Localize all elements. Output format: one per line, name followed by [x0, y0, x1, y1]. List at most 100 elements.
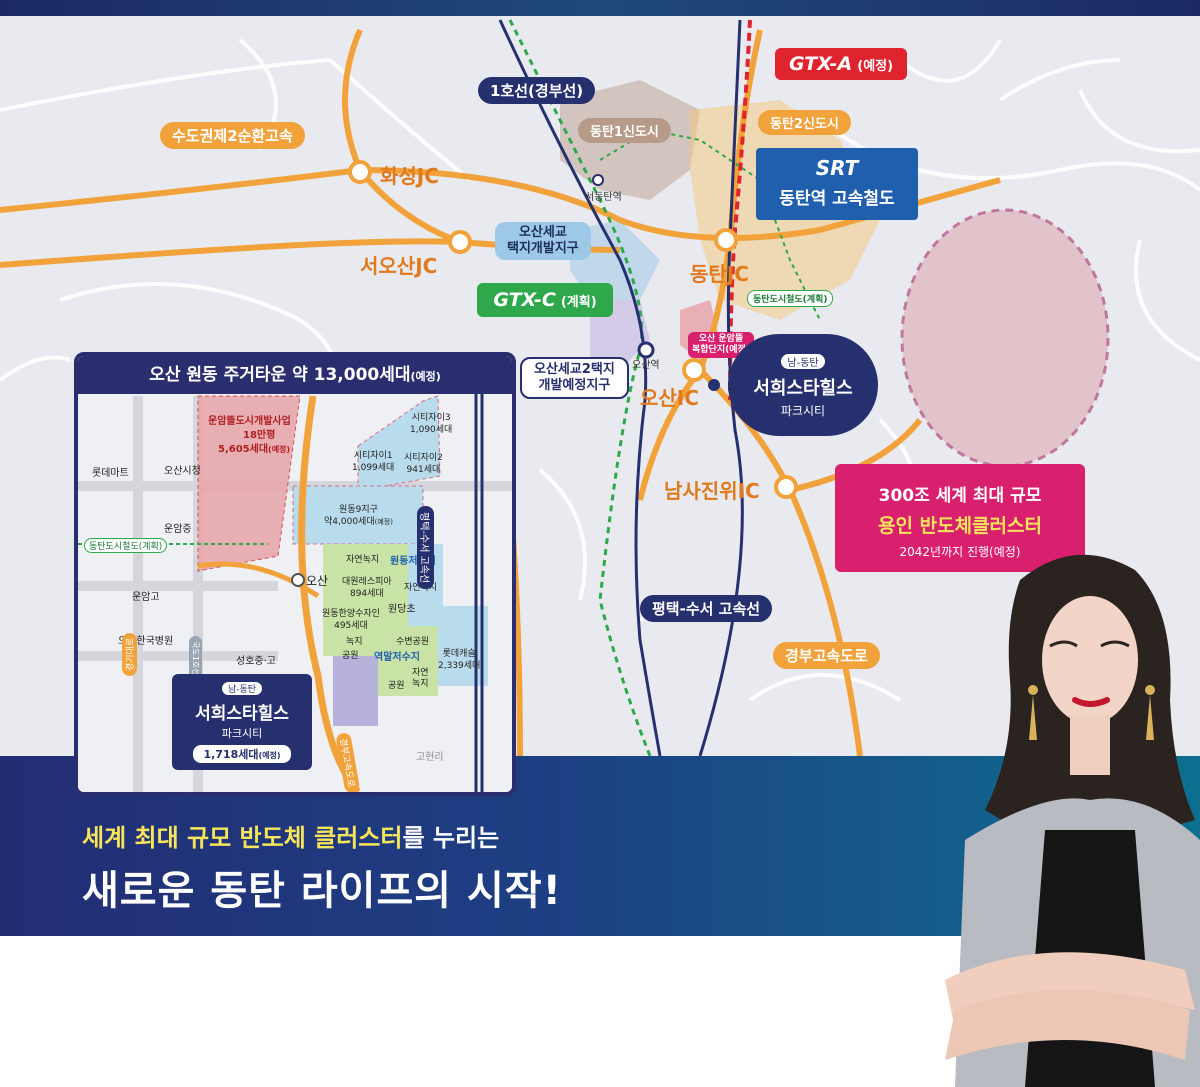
cluster-line3: 2042년까지 진행(예정): [899, 545, 1021, 559]
inset-project-sub: 파크시티: [221, 727, 263, 740]
headline-line2: 새로운 동탄 라이프의 시작!: [82, 868, 562, 914]
lotte-mart-label: 롯데마트: [92, 468, 129, 479]
unam-dev-area: [197, 395, 301, 572]
inset-units-value: 1,718세대: [203, 748, 259, 761]
namsa-ic-label: 남사진위IC: [664, 479, 760, 503]
cityzen2-name: 시티자이2: [404, 453, 443, 463]
gyeonggi-road-label: 경기대로: [122, 632, 137, 676]
lotte-castle-units: 2,339세대: [438, 661, 481, 671]
seongho-label: 성호중·고: [236, 656, 276, 667]
headline-highlight: 세계 최대 규모 반도체 클러스터: [82, 824, 403, 852]
gtx-c-logo: GTX-C: [493, 289, 556, 311]
gtx-a-logo: GTX-A: [788, 53, 853, 75]
gtx-a-note: (예정): [857, 59, 894, 74]
inset-project-badge: 남-동탄: [221, 682, 263, 695]
project-name: 서희스타힐스: [753, 378, 853, 399]
inset-title-text: 오산 원동 주거타운 약 13,000세대: [149, 365, 411, 385]
wondong-reservoir-label: 원동저수지: [390, 556, 436, 567]
srt-box: SRT 동탄역 고속철도: [756, 148, 918, 220]
wondang-label: 원당초: [388, 604, 416, 615]
subyeon-park-label: 수변공원: [396, 637, 430, 647]
ring-expressway: [0, 166, 1001, 241]
seodongtan-station-marker: [592, 174, 604, 186]
hwaseong-jc-marker: [348, 160, 372, 184]
cluster-line1: 300조 세계 최대 규모: [878, 486, 1042, 506]
seodongtan-label: 서동탄역: [585, 192, 622, 203]
cityzen2-units: 941세대: [406, 465, 441, 475]
line1-label: 1호선(경부선): [478, 77, 596, 104]
dongtan-jc-label: 동탄JC: [690, 262, 749, 286]
wondong9-units: 약4,000세대(예정): [324, 516, 393, 528]
osan-ic-label: 오산IC: [640, 386, 699, 410]
wondong9-note: (예정): [374, 518, 393, 526]
project-badge: 남-동탄: [781, 354, 825, 369]
cityzen2-label: 시티자이2 941세대: [404, 452, 443, 476]
inset-units-note: (예정): [258, 751, 281, 760]
gyeongbu-expressway-label: 경부고속도로: [773, 642, 880, 669]
osan-segyo2-label: 오산세교2택지 개발예정지구: [520, 357, 629, 399]
wondong9-name: 원동9지구: [339, 505, 378, 515]
hwaseong-jc-label: 화성JC: [380, 164, 439, 188]
wondong-hanyang-label: 원동한양수자인 495세대: [322, 608, 380, 632]
osan-station-marker: [637, 341, 655, 359]
inset-project-name: 서희스타힐스: [195, 704, 289, 724]
headline-line1: 세계 최대 규모 반도체 클러스터를 누리는: [82, 818, 499, 853]
seo-osan-jc-label: 서오산JC: [360, 254, 438, 278]
top-bar: [0, 0, 1200, 16]
model-photo: [945, 554, 1200, 1087]
srt-label: 동탄역 고속철도: [779, 189, 895, 209]
dongtan-rail-label: 동탄도시철도(계획): [747, 290, 834, 307]
unam-high-label: 운암고: [132, 592, 160, 603]
gtx-a-badge: GTX-A (예정): [775, 48, 907, 80]
osan-city-hall-label: 오산시청: [164, 466, 201, 477]
cluster-box: 300조 세계 최대 규모 용인 반도체클러스터 2042년까지 진행(예정): [835, 464, 1085, 572]
osan-segyo2-district: [590, 300, 650, 370]
inset-map: 오산 원동 주거타운 약 13,000세대(예정) 운암뜰도시개발사업 18만평…: [74, 352, 516, 796]
dongtan1-label: 동탄1신도시: [578, 118, 671, 143]
green-label: 녹지: [346, 637, 363, 647]
inset-project-box: 남-동탄 서희스타힐스 파크시티 1,718세대(예정): [172, 674, 312, 770]
osan-ic-marker: [682, 358, 706, 382]
line1-rail: [508, 19, 652, 756]
lotte-castle-name: 롯데캐슬: [442, 649, 476, 659]
pyeongtaek-rail: [498, 19, 662, 756]
gohyeon-label: 고현리: [416, 752, 444, 763]
cityzen3-units: 1,090세대: [410, 425, 453, 435]
dongtan2-label: 동탄2신도시: [758, 110, 851, 135]
project-dot: [708, 379, 720, 391]
cluster-area: [900, 208, 1110, 468]
unam-units-value: 5,605세대: [218, 444, 269, 455]
cityzen1-name: 시티자이1: [353, 451, 393, 461]
rail-plan-label: 동탄도시철도(계획): [84, 538, 168, 553]
yeokmal-reservoir-label: 역말저수지: [374, 652, 420, 663]
srt-logo: SRT: [815, 156, 859, 180]
unam-units-note: (예정): [268, 445, 291, 454]
park2-label: 공원: [388, 681, 405, 691]
hanyang-units: 495세대: [334, 621, 368, 631]
project-sub: 파크시티: [780, 404, 826, 418]
project-callout: 남-동탄 서희스타힐스 파크시티: [728, 334, 878, 436]
inset-title-note: (예정): [410, 370, 441, 383]
ring-expressway-label: 수도권제2순환고속: [160, 122, 305, 149]
osan-station-label: 오산역: [632, 360, 660, 371]
cluster-line2: 용인 반도체클러스터: [878, 515, 1042, 537]
seo-osan-jc-marker: [448, 230, 472, 254]
lotte-castle-label: 롯데캐슬 2,339세대: [438, 648, 480, 672]
project-site: [333, 656, 378, 726]
expressway-vertical-label: 평택-수서 고속선: [417, 506, 434, 590]
inset-project-units: 1,718세대(예정): [193, 745, 291, 763]
hanyang-name: 원동한양수자인: [322, 609, 380, 619]
namsa-ic-marker: [774, 475, 798, 499]
gtx-c-badge: GTX-C (계획): [477, 283, 613, 317]
headline-rest: 를 누리는: [402, 824, 500, 852]
unam-units-label: 5,605세대(예정): [218, 440, 290, 455]
park1-label: 공원: [342, 651, 359, 661]
osan-segyo-district: [570, 220, 660, 300]
daewon-units: 894세대: [349, 589, 384, 599]
nature1-label: 자연녹지: [346, 555, 380, 565]
